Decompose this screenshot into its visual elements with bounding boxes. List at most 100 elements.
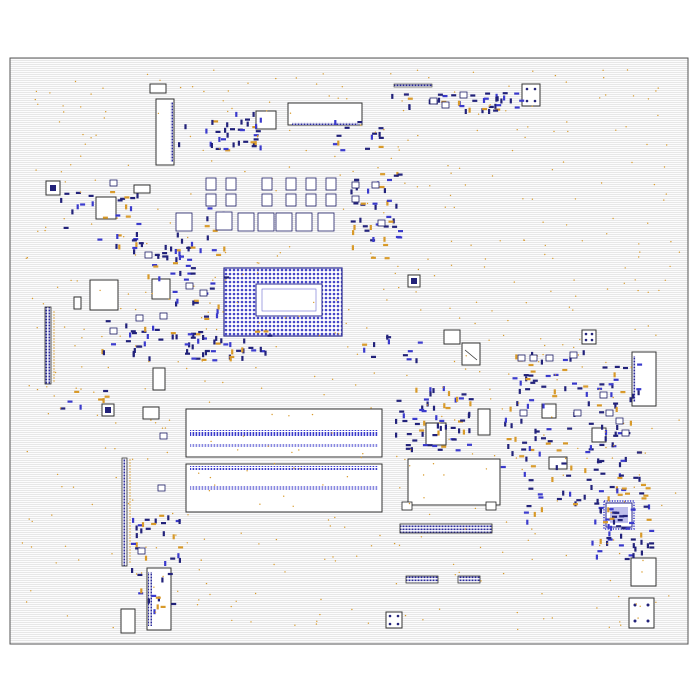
passive-component-icon [133,238,139,241]
via-dot-icon [599,97,601,99]
via-dot-icon [53,374,55,376]
via-dot-icon [146,73,149,76]
via-dot-icon [127,164,130,166]
via-dot-icon [191,86,194,88]
passive-component-icon [352,230,355,236]
via-dot-icon [129,459,131,461]
via-dot-icon [612,539,615,541]
via-dot-icon [521,468,523,471]
passive-component-icon [371,355,376,358]
passive-component-icon [545,374,551,378]
passive-component-icon [378,127,384,130]
passive-component-icon [226,132,229,138]
via-dot-icon [99,289,101,292]
ic-chip-icon [225,177,237,191]
via-dot-icon [335,299,338,301]
via-dot-icon [318,334,321,337]
passive-component-icon [510,423,513,429]
via-dot-icon [293,467,295,469]
via-dot-icon [579,338,581,341]
via-dot-icon [596,607,598,609]
passive-component-icon [260,350,266,353]
via-dot-icon [227,110,229,113]
via-dot-icon [166,451,168,454]
passive-component-icon [607,538,613,541]
via-dot-icon [531,105,533,108]
passive-component-icon [408,104,411,110]
via-dot-icon [624,267,626,269]
passive-component-icon [144,555,148,561]
passive-component-icon [104,395,110,398]
passive-component-icon [162,531,165,537]
via-dot-icon [204,380,206,382]
via-dot-icon [54,371,57,374]
passive-component-icon [195,357,201,360]
via-dot-icon [214,276,216,279]
via-dot-icon [562,474,564,476]
passive-component-icon [647,504,651,510]
passive-component-icon [251,145,257,148]
via-dot-icon [568,306,571,308]
passive-component-icon [546,428,552,431]
passive-component-icon [230,128,235,131]
passive-component-icon [472,99,478,102]
passive-component-icon [402,419,408,423]
via-dot-icon [200,559,202,561]
passive-component-icon [132,246,138,250]
passive-component-icon [616,525,622,528]
passive-component-icon [204,350,207,356]
passive-component-icon [365,147,370,150]
passive-component-icon [531,351,534,357]
passive-component-icon [136,222,142,226]
passive-component-icon [102,350,105,356]
via-dot-icon [115,422,117,424]
via-dot-icon [35,90,38,93]
passive-component-icon [336,134,342,137]
component-layer [21,69,681,631]
via-dot-icon [175,534,177,536]
passive-component-icon [586,478,592,481]
passive-component-icon [617,432,623,435]
via-dot-icon [551,416,553,418]
via-dot-icon [443,474,445,476]
via-dot-icon [356,353,359,355]
via-dot-icon [91,503,94,506]
passive-component-icon [178,519,181,524]
ic-chip-icon [545,354,554,362]
passive-component-icon [190,241,194,247]
via-dot-icon [394,272,396,275]
via-dot-icon [230,605,232,608]
passive-component-icon [612,519,616,525]
ic-chip-icon [377,219,386,227]
via-dot-icon [502,551,504,553]
via-dot-icon [612,396,614,399]
via-dot-icon [129,471,131,473]
via-dot-icon [129,555,131,557]
passive-component-icon [158,338,164,341]
passive-component-icon [162,252,168,255]
via-dot-icon [538,361,540,363]
via-dot-icon [129,540,131,542]
passive-component-icon [572,382,577,385]
via-dot-icon [64,181,67,183]
via-dot-icon [129,492,131,494]
ic-chip-icon [255,110,277,130]
via-dot-icon [267,445,269,447]
ic-chip-icon [615,417,624,425]
passive-component-icon [372,132,378,135]
passive-component-icon [482,98,486,103]
passive-component-icon [140,242,143,248]
passive-component-icon [170,272,176,275]
passive-component-icon [470,94,476,97]
via-dot-icon [428,77,430,79]
passive-component-icon [178,546,184,549]
via-dot-icon [642,559,644,562]
passive-component-icon [207,207,213,210]
ic-chip-icon [573,409,582,417]
passive-component-icon [115,243,118,249]
passive-component-icon [267,334,273,337]
passive-component-icon [649,546,655,549]
via-dot-icon [80,388,82,390]
passive-component-icon [135,232,138,237]
via-dot-icon [129,516,131,518]
